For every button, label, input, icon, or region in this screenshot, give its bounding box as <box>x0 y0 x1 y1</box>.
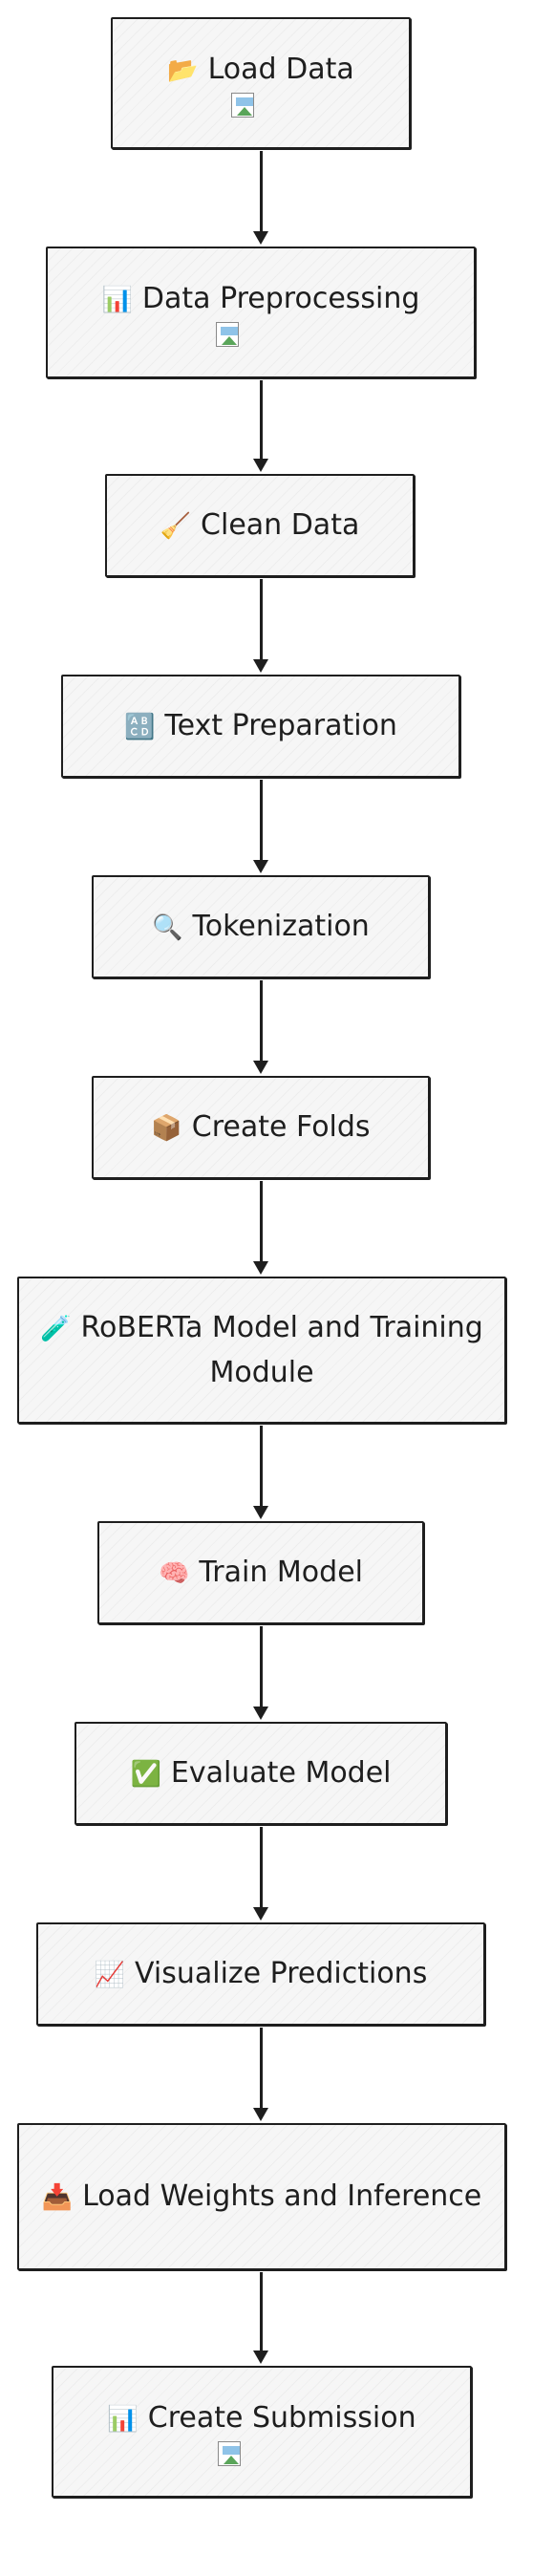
test-tube-icon: 🧪 <box>40 1314 72 1343</box>
node-label: Visualize Predictions <box>135 1956 428 1990</box>
arrowhead <box>253 1506 268 1519</box>
node-label: Text Preparation <box>164 708 397 742</box>
brain-icon: 🧠 <box>159 1558 190 1588</box>
node-label-row: 📦 Create Folds <box>151 1106 370 1150</box>
broken-image-icon <box>214 320 245 349</box>
node-label: Train Model <box>199 1555 363 1589</box>
node-label: RoBERTa Model and Training Module <box>80 1310 483 1389</box>
line-chart-icon: 📈 <box>94 1960 126 1989</box>
bar-chart-icon: 📊 <box>107 2404 139 2434</box>
node-label: Load Weights and Inference <box>82 2179 482 2213</box>
node-label-row: 🧠 Train Model <box>159 1551 363 1596</box>
node-label-row: 🔍 Tokenization <box>152 905 370 950</box>
connector-load-data-to-data-preprocessing <box>260 151 263 231</box>
inbox-tray-icon: 📥 <box>41 2182 74 2212</box>
connector-visualize-predictions-to-load-weights <box>260 2028 263 2108</box>
broken-image-icon <box>216 2439 246 2468</box>
bar-chart-icon: 📊 <box>101 285 133 314</box>
node-create-submission: 📊 Create Submission <box>52 2366 472 2498</box>
arrowhead <box>253 231 268 245</box>
node-label: Create Submission <box>147 2400 416 2435</box>
arrowhead <box>253 1907 268 1921</box>
node-label-row: ✅ Evaluate Model <box>130 1751 391 1796</box>
node-label-row: 🔠 Text Preparation <box>124 704 397 749</box>
arrowhead <box>253 2351 268 2364</box>
node-train-model: 🧠 Train Model <box>97 1521 424 1624</box>
check-mark-icon: ✅ <box>130 1759 161 1789</box>
folder-icon: 📂 <box>167 55 199 85</box>
node-label: Tokenization <box>192 909 370 943</box>
node-label: Data Preprocessing <box>141 281 420 315</box>
connector-roberta-model-to-train-model <box>260 1426 263 1506</box>
broom-icon: 🧹 <box>160 511 192 541</box>
abcd-letters-icon: 🔠 <box>124 712 156 741</box>
connector-text-preparation-to-tokenization <box>260 780 263 860</box>
node-label-row: 📂 Load Data <box>167 48 354 93</box>
arrowhead <box>253 659 268 673</box>
broken-image-icon <box>229 91 260 119</box>
node-label: Create Folds <box>191 1109 371 1144</box>
connector-create-folds-to-roberta-model <box>260 1181 263 1261</box>
node-label-row: 🧹 Clean Data <box>160 504 360 548</box>
arrowhead <box>253 860 268 873</box>
connector-evaluate-model-to-visualize-predictions <box>260 1827 263 1907</box>
node-create-folds: 📦 Create Folds <box>92 1076 430 1179</box>
node-label-row: 🧪 RoBERTa Model and Training Module <box>36 1306 487 1395</box>
magnifier-icon: 🔍 <box>152 912 183 942</box>
node-label: Load Data <box>207 52 354 86</box>
arrowhead <box>253 2108 268 2121</box>
node-text-preparation: 🔠 Text Preparation <box>61 675 460 778</box>
connector-clean-data-to-text-preparation <box>260 579 263 659</box>
node-label: Clean Data <box>201 507 360 542</box>
connector-tokenization-to-create-folds <box>260 980 263 1061</box>
connector-data-preprocessing-to-clean-data <box>260 380 263 459</box>
node-label-row: 📊 Create Submission <box>107 2396 416 2441</box>
node-clean-data: 🧹 Clean Data <box>105 474 415 577</box>
node-visualize-predictions: 📈 Visualize Predictions <box>36 1922 485 2026</box>
connector-train-model-to-evaluate-model <box>260 1626 263 1707</box>
connector-load-weights-to-create-submission <box>260 2272 263 2351</box>
node-load-weights: 📥 Load Weights and Inference <box>17 2123 506 2270</box>
node-label-row: 📈 Visualize Predictions <box>95 1952 428 1997</box>
package-icon: 📦 <box>151 1113 182 1143</box>
arrowhead <box>253 1061 268 1074</box>
node-load-data: 📂 Load Data <box>111 17 411 149</box>
node-label-row: 📊 Data Preprocessing <box>102 277 420 322</box>
node-roberta-model: 🧪 RoBERTa Model and Training Module <box>17 1277 506 1424</box>
node-data-preprocessing: 📊 Data Preprocessing <box>46 247 476 378</box>
arrowhead <box>253 1707 268 1720</box>
arrowhead <box>253 1261 268 1275</box>
node-tokenization: 🔍 Tokenization <box>92 875 430 978</box>
node-label: Evaluate Model <box>170 1755 392 1790</box>
node-label-row: 📥 Load Weights and Inference <box>42 2175 482 2220</box>
node-evaluate-model: ✅ Evaluate Model <box>75 1722 447 1825</box>
arrowhead <box>253 459 268 472</box>
